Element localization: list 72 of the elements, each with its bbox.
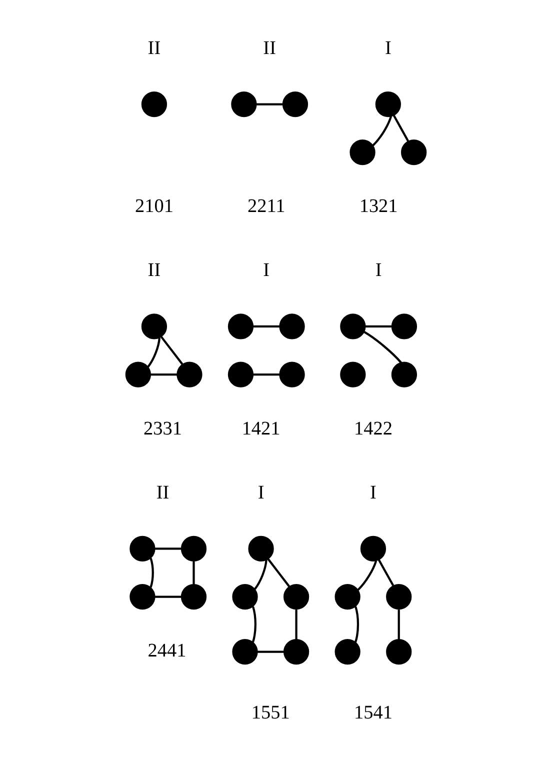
connector [252, 606, 256, 642]
label: I [258, 482, 264, 504]
node-circle [334, 638, 360, 665]
node-circle [176, 362, 202, 388]
connector [295, 610, 298, 640]
connector [253, 373, 280, 376]
node-circle [141, 314, 168, 340]
node-circle [228, 362, 254, 388]
node-circle [350, 140, 376, 166]
label: I [375, 260, 382, 282]
label: 1551 [251, 702, 290, 724]
label: I [263, 260, 270, 282]
label: II [148, 38, 161, 59]
node-circle [282, 91, 308, 118]
node-circle [386, 584, 412, 610]
label: I [384, 38, 392, 59]
node-circle [180, 536, 207, 562]
connector [154, 596, 182, 598]
node-circle [340, 314, 366, 340]
node-circle [228, 314, 254, 340]
node-circle [232, 638, 258, 665]
connector [150, 558, 154, 588]
label: 2101 [134, 196, 174, 218]
connector [365, 325, 392, 328]
node-circle [279, 362, 305, 388]
connector [354, 606, 360, 642]
node-circle [130, 584, 156, 610]
connector [254, 560, 268, 590]
connector [378, 559, 394, 586]
connector [147, 338, 161, 368]
label: 1421 [242, 418, 280, 440]
connector [392, 115, 410, 142]
node-circle [360, 536, 386, 562]
label: 2441 [148, 640, 186, 662]
connector [256, 103, 283, 106]
connector [192, 561, 195, 584]
node-circle [386, 638, 412, 665]
label: II [148, 260, 161, 282]
node-circle [334, 584, 360, 610]
connector [357, 560, 378, 591]
node-circle [231, 91, 257, 118]
node-circle [375, 91, 401, 118]
label: 1541 [354, 702, 392, 724]
label: I [370, 482, 376, 504]
connector [267, 558, 290, 588]
node-circle [248, 536, 274, 562]
node-circle [391, 362, 418, 388]
label: 2331 [144, 418, 182, 440]
label: 1321 [359, 196, 398, 218]
label: II [156, 482, 170, 504]
node-circle [391, 314, 418, 340]
connector [364, 331, 402, 364]
node-circle [125, 362, 151, 388]
label: II [263, 38, 276, 59]
node-circle [401, 140, 427, 166]
connector [398, 610, 400, 640]
node-circle [283, 638, 310, 665]
node-circle [180, 584, 207, 610]
node-circle [283, 584, 310, 610]
connector [257, 650, 284, 653]
node-circle [232, 584, 258, 610]
connector [372, 116, 392, 146]
node-circle [340, 362, 366, 388]
node-circle [141, 91, 168, 118]
label: 1422 [354, 418, 392, 440]
node-circle [130, 536, 156, 562]
node-circle [279, 314, 305, 340]
label: 2211 [248, 196, 286, 218]
connector [150, 373, 178, 376]
connector [253, 325, 280, 328]
connector [160, 336, 184, 365]
connector [154, 548, 182, 550]
